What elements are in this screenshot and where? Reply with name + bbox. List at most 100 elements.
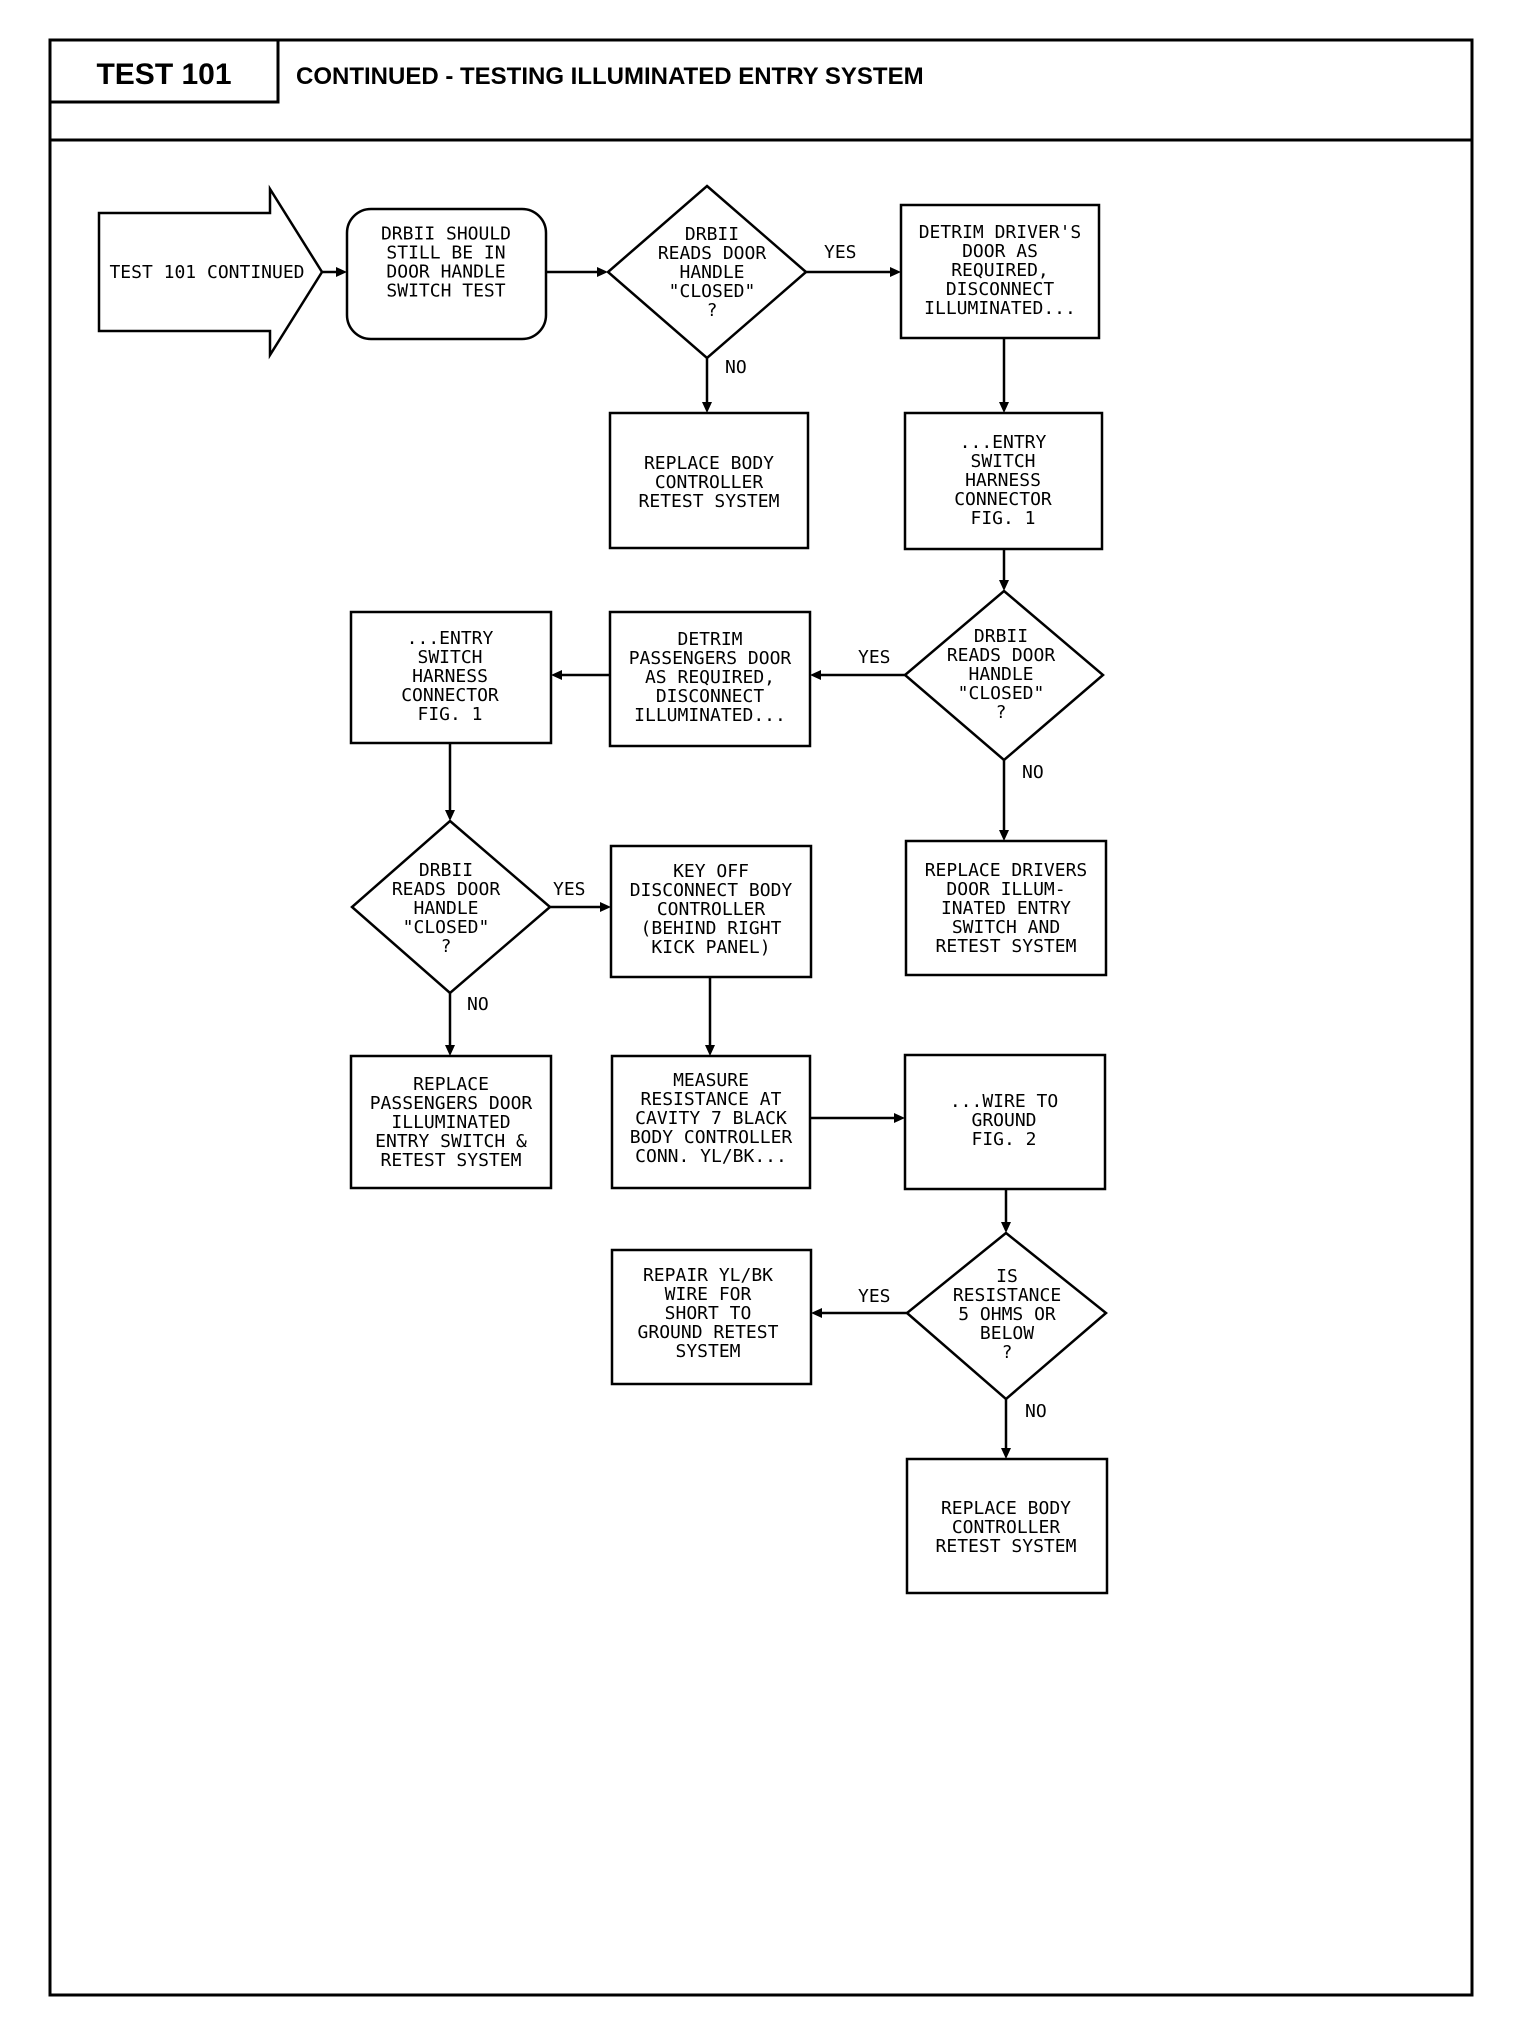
- node-text-line: DRBII: [974, 626, 1028, 647]
- d4-yes-label: YES: [858, 1286, 891, 1307]
- node-text-line: SYSTEM: [675, 1341, 740, 1362]
- arrowhead: [705, 1045, 715, 1056]
- d1-no-label: NO: [725, 357, 747, 378]
- node-text-line: KICK PANEL): [651, 937, 770, 958]
- node-text-line: "CLOSED": [669, 281, 756, 302]
- node-text-line: ...WIRE TO: [950, 1091, 1058, 1112]
- arrowhead: [597, 267, 608, 277]
- node-text-line: REPAIR YL/BK: [643, 1265, 773, 1286]
- d4-no-label: NO: [1025, 1401, 1047, 1422]
- node-text-line: ...ENTRY: [960, 432, 1047, 453]
- node-text-line: REQUIRED,: [951, 260, 1049, 281]
- d2-yes-label: YES: [858, 647, 891, 668]
- node-text-line: STILL BE IN: [386, 243, 505, 264]
- node-text-line: ?: [707, 300, 718, 321]
- node-text-line: "CLOSED": [958, 683, 1045, 704]
- process-wire-to-ground: [903, 1053, 1107, 1191]
- arrowhead: [890, 267, 901, 277]
- node-text-line: RETEST SYSTEM: [381, 1150, 522, 1171]
- node-text-line: DISCONNECT: [656, 686, 765, 707]
- node-text-line: (BEHIND RIGHT: [641, 918, 782, 939]
- node-text-line: DISCONNECT BODY: [630, 880, 793, 901]
- node-text-line: KEY OFF: [673, 861, 749, 882]
- node-text-line: READS DOOR: [658, 243, 767, 264]
- arrowhead: [551, 670, 562, 680]
- node-text-line: ILLUMINATED: [391, 1112, 510, 1133]
- process-replace-body-controller-1: [608, 411, 810, 550]
- arrowhead: [999, 402, 1009, 413]
- node-text-line: ?: [441, 936, 452, 957]
- process-entry-switch-harness-1: [903, 411, 1104, 551]
- node-text-line: SWITCH AND: [952, 917, 1060, 938]
- node-text-line: HARNESS: [412, 666, 488, 687]
- node-text-line: DOOR ILLUM-: [946, 879, 1065, 900]
- header-test-label: TEST 101: [96, 58, 231, 91]
- node-text-line: RESISTANCE AT: [641, 1089, 782, 1110]
- node-text-line: GROUND RETEST: [638, 1322, 779, 1343]
- arrowhead: [894, 1113, 905, 1123]
- node-text-line: "CLOSED": [403, 917, 490, 938]
- connectors: [312, 267, 1011, 1459]
- arrowhead: [445, 1045, 455, 1056]
- start-arrow: [97, 184, 324, 360]
- d2-no-label: NO: [1022, 762, 1044, 783]
- process-repair-yl-bk-wire: [610, 1248, 813, 1386]
- node-text-line: HANDLE: [968, 664, 1033, 685]
- node-text-line: DRBII: [419, 860, 473, 881]
- node-text-line: ENTRY SWITCH &: [375, 1131, 527, 1152]
- node-text-line: DETRIM DRIVER'S: [919, 222, 1082, 243]
- node-text-line: BODY CONTROLLER: [630, 1127, 793, 1148]
- node-text-line: ...ENTRY: [407, 628, 494, 649]
- node-text-line: CONTROLLER: [655, 472, 764, 493]
- node-text-line: 5 OHMS OR: [958, 1304, 1056, 1325]
- arrowhead: [336, 267, 347, 277]
- node-text-line: IS: [996, 1266, 1018, 1287]
- node-text-line: DETRIM: [677, 629, 742, 650]
- node-text-line: SWITCH: [417, 647, 482, 668]
- node-text-line: FIG. 1: [417, 704, 482, 725]
- node-text-line: ILLUMINATED...: [924, 298, 1076, 319]
- d1-yes-label: YES: [824, 242, 857, 263]
- node-text-line: BELOW: [980, 1323, 1034, 1344]
- node-text-line: CONNECTOR: [401, 685, 499, 706]
- arrowhead: [445, 810, 455, 821]
- arrowhead: [702, 402, 712, 413]
- decision-d3: [350, 819, 552, 995]
- node-text-line: PASSENGERS DOOR: [370, 1093, 533, 1114]
- process-key-off-disconnect: [609, 844, 813, 979]
- process-entry-switch-harness-2: [349, 610, 553, 745]
- node-text-line: HARNESS: [965, 470, 1041, 491]
- node-text-line: DOOR AS: [962, 241, 1038, 262]
- process-detrim-passengers-door: [608, 610, 812, 748]
- node-text-line: WIRE FOR: [665, 1284, 752, 1305]
- node-text-line: RETEST SYSTEM: [936, 1536, 1077, 1557]
- node-text-line: ?: [1002, 1342, 1013, 1363]
- node-text-line: CONTROLLER: [952, 1517, 1061, 1538]
- node-text-line: CONN. YL/BK...: [635, 1146, 787, 1167]
- process-replace-drivers-door-switch: [904, 839, 1108, 977]
- process-detrim-drivers-door: [899, 203, 1101, 340]
- node-text-line: INATED ENTRY: [941, 898, 1071, 919]
- node-text-line: MEASURE: [673, 1070, 749, 1091]
- arrowhead: [600, 902, 611, 912]
- arrowhead: [999, 580, 1009, 591]
- node-text-line: TEST 101 CONTINUED: [109, 262, 304, 283]
- node-text-line: PASSENGERS DOOR: [629, 648, 792, 669]
- node-text-line: READS DOOR: [947, 645, 1056, 666]
- process-replace-passengers-door-switch: [349, 1054, 553, 1190]
- node-text-line: RETEST SYSTEM: [936, 936, 1077, 957]
- node-text-line: AS REQUIRED,: [645, 667, 775, 688]
- node-text-line: GROUND: [971, 1110, 1036, 1131]
- d3-yes-label: YES: [553, 879, 586, 900]
